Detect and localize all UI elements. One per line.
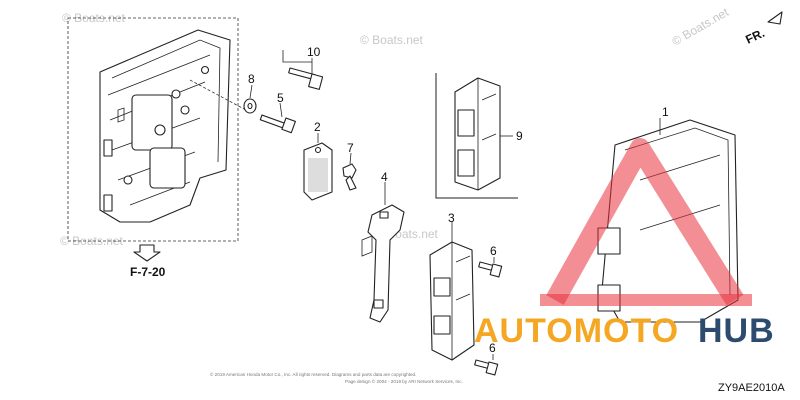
- label-plate-part: [303, 142, 333, 201]
- reference-label: F-7-20: [130, 265, 166, 279]
- copyright-text: Page design © 2004 - 2019 by ARI Network…: [345, 378, 463, 384]
- watermark: © Boats.net: [670, 5, 732, 49]
- connector-part: [429, 241, 475, 361]
- watermark: © Boats.net: [60, 234, 124, 248]
- callout-number: 1: [662, 105, 669, 119]
- diagram-code: ZY9AE2010A: [718, 382, 785, 394]
- callout-number: 10: [307, 45, 321, 59]
- bolt-part: [474, 359, 499, 376]
- direction-label: FR.: [743, 26, 766, 47]
- module-part: [454, 77, 501, 191]
- triangle-logo-icon: [546, 138, 744, 306]
- watermark: © Boats.net: [360, 33, 424, 47]
- callout-number: 6: [490, 244, 497, 258]
- brand-name-hub: HUB: [698, 312, 775, 350]
- callout-number: 5: [277, 91, 284, 105]
- bolt-part: [288, 67, 324, 90]
- callout-number: 8: [248, 72, 255, 86]
- callout-number: 6: [489, 341, 496, 355]
- callout-number: 3: [448, 211, 455, 225]
- reference-box: [67, 17, 239, 242]
- engine-case-drawing: [99, 29, 231, 223]
- brand-name-auto: AUTOMOTO: [474, 312, 679, 350]
- bracket-part: [361, 204, 405, 323]
- callout-number: 7: [347, 141, 354, 155]
- callout-bracket: [435, 73, 518, 199]
- clip-part: [342, 163, 357, 191]
- brand-logo: AUTOMOTO HUB: [474, 138, 775, 350]
- callout-number: 9: [516, 129, 523, 143]
- direction-arrow-icon: [767, 11, 783, 25]
- copyright-text: © 2019 American Honda Motor Co., Inc. Al…: [210, 371, 416, 377]
- ecu-part: [597, 119, 739, 323]
- callout-number: 4: [381, 170, 388, 184]
- ref-arrow-icon: [133, 244, 161, 262]
- bolt-part: [259, 114, 296, 134]
- bolt-part: [478, 261, 503, 278]
- washer-part: [243, 98, 257, 114]
- callout-number: 2: [314, 120, 321, 134]
- leader-line: [189, 79, 247, 111]
